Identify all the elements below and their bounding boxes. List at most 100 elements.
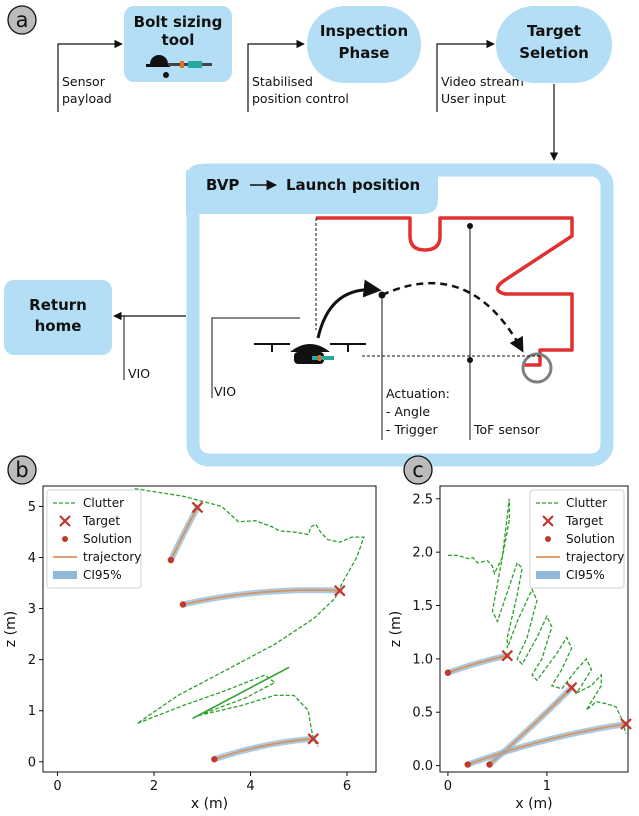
trajectory-line bbox=[447, 654, 508, 674]
return-home-box bbox=[4, 280, 112, 355]
legend-box bbox=[46, 489, 142, 589]
solution-point bbox=[444, 669, 452, 676]
legend-label: trajectory bbox=[566, 550, 624, 564]
bvp-header bbox=[186, 164, 438, 202]
video-stream-arrow: Video stream User input bbox=[436, 39, 524, 112]
bolt-sizing-tool-icon bbox=[146, 55, 212, 78]
solution-point bbox=[464, 761, 471, 768]
y-tick-label: 2 bbox=[28, 653, 36, 668]
stabilised-arrow: Stabilised position control bbox=[247, 39, 349, 112]
panel-a: a Sensor payload Bolt sizing tool Stab bbox=[4, 5, 614, 467]
legend-label: Solution bbox=[83, 532, 132, 546]
clutter-line bbox=[134, 487, 365, 747]
target-title-1: Target bbox=[527, 22, 581, 40]
trajectory-line bbox=[182, 589, 340, 606]
inspection-box bbox=[307, 6, 421, 83]
target-box bbox=[496, 6, 612, 83]
y-tick-label: 1.0 bbox=[412, 652, 433, 667]
y-tick-label: 2.0 bbox=[412, 546, 433, 561]
y-tick-label: 3 bbox=[28, 602, 36, 617]
solution-point bbox=[211, 756, 218, 763]
inspection-phase-box: Inspection Phase bbox=[307, 6, 421, 83]
sensor-label-2: payload bbox=[62, 91, 112, 106]
target-marker bbox=[501, 649, 514, 662]
vio-drone-label: VIO bbox=[214, 384, 236, 399]
x-tick-label: 2 bbox=[150, 779, 158, 794]
y-tick-label: 5 bbox=[28, 500, 36, 515]
bvp-container: BVP Launch position bbox=[186, 163, 614, 467]
clutter-line bbox=[447, 498, 627, 734]
red-structure bbox=[316, 216, 574, 367]
target-selection-box: Target Seletion bbox=[496, 6, 612, 83]
inspection-title-1: Inspection bbox=[320, 22, 408, 40]
clutter-solid bbox=[192, 666, 290, 720]
sensor-label-1: Sensor bbox=[62, 74, 106, 89]
x-tick-label: 4 bbox=[246, 779, 254, 794]
legend-ci-key bbox=[53, 571, 77, 579]
stab-label-2: position control bbox=[252, 91, 349, 106]
sensor-payload-arrow: Sensor payload bbox=[57, 39, 123, 112]
x-tick-label: 6 bbox=[343, 779, 351, 794]
bolt-sizing-tool-box: Bolt sizing tool bbox=[124, 6, 232, 82]
legend-label: Target bbox=[565, 514, 603, 528]
target-marker bbox=[191, 501, 204, 514]
bvp-label: BVP bbox=[206, 176, 239, 194]
bolt-sizing-title-2: tool bbox=[162, 31, 195, 49]
legend-label: Target bbox=[82, 514, 120, 528]
y-tick-label: 1 bbox=[28, 704, 36, 719]
y-tick-label: 1.5 bbox=[412, 599, 433, 614]
target-marker bbox=[334, 584, 346, 597]
trajectory-line bbox=[467, 723, 627, 766]
panel-c-letter: c bbox=[412, 458, 424, 482]
actuation-label-3: - Trigger bbox=[386, 422, 438, 437]
y-tick-label: 0.5 bbox=[412, 706, 433, 721]
y-tick-label: 4 bbox=[28, 551, 36, 566]
panel-a-letter: a bbox=[16, 8, 29, 32]
legend-label: CI95% bbox=[566, 568, 605, 582]
y-tick-label: 0 bbox=[28, 755, 36, 770]
panel-b-letter: b bbox=[15, 458, 28, 482]
legend-box bbox=[529, 489, 625, 589]
chart-b: 0 2 4 6 0 1 2 3 4 5 x (m) z (m) ClutterTargetSolutio… bbox=[3, 485, 377, 812]
legend-solution-key bbox=[545, 536, 551, 542]
trajectory-line bbox=[214, 737, 314, 761]
video-label-1: Video stream bbox=[441, 74, 524, 89]
y-axis-label: z (m) bbox=[3, 611, 19, 647]
x-axis-label: x (m) bbox=[515, 796, 552, 812]
launch-position-label: Launch position bbox=[286, 176, 420, 194]
x-tick-label: 0 bbox=[444, 779, 452, 794]
legend-label: Clutter bbox=[83, 496, 124, 510]
legend-solution-key bbox=[62, 536, 68, 542]
trajectory-line bbox=[170, 507, 199, 561]
x-tick-label: 0 bbox=[53, 779, 61, 794]
inspection-title-2: Phase bbox=[339, 44, 390, 62]
y-tick-label: 2.5 bbox=[412, 492, 433, 507]
legend-label: trajectory bbox=[83, 550, 141, 564]
actuation-label-2: - Angle bbox=[386, 404, 430, 419]
projectile-path bbox=[381, 281, 524, 353]
stab-label-1: Stabilised bbox=[252, 74, 313, 89]
target-marker bbox=[620, 718, 632, 730]
panel-b: b 0 2 4 6 0 1 2 3 4 5 x (m) z (m) ClutterTargetSolut… bbox=[3, 455, 377, 812]
target-marker bbox=[565, 681, 578, 694]
solution-point bbox=[179, 601, 187, 608]
vio-return-label: VIO bbox=[128, 366, 150, 381]
legend-label: CI95% bbox=[83, 568, 122, 582]
launch-arrow bbox=[316, 279, 382, 339]
x-axis-label: x (m) bbox=[191, 796, 228, 812]
target-title-2: Seletion bbox=[519, 44, 589, 62]
legend-label: Solution bbox=[566, 532, 615, 546]
y-axis-label: z (m) bbox=[388, 611, 404, 647]
bolt-sizing-title-1: Bolt sizing bbox=[134, 13, 223, 31]
video-label-2: User input bbox=[441, 91, 506, 106]
target-marker bbox=[307, 733, 320, 745]
panel-a-badge bbox=[7, 5, 37, 35]
solution-point bbox=[486, 761, 493, 768]
legend-target-key bbox=[59, 515, 71, 527]
actuation-label-1: Actuation: bbox=[386, 386, 450, 401]
return-title-1: Return bbox=[29, 296, 87, 314]
x-tick-label: 1 bbox=[543, 779, 551, 794]
